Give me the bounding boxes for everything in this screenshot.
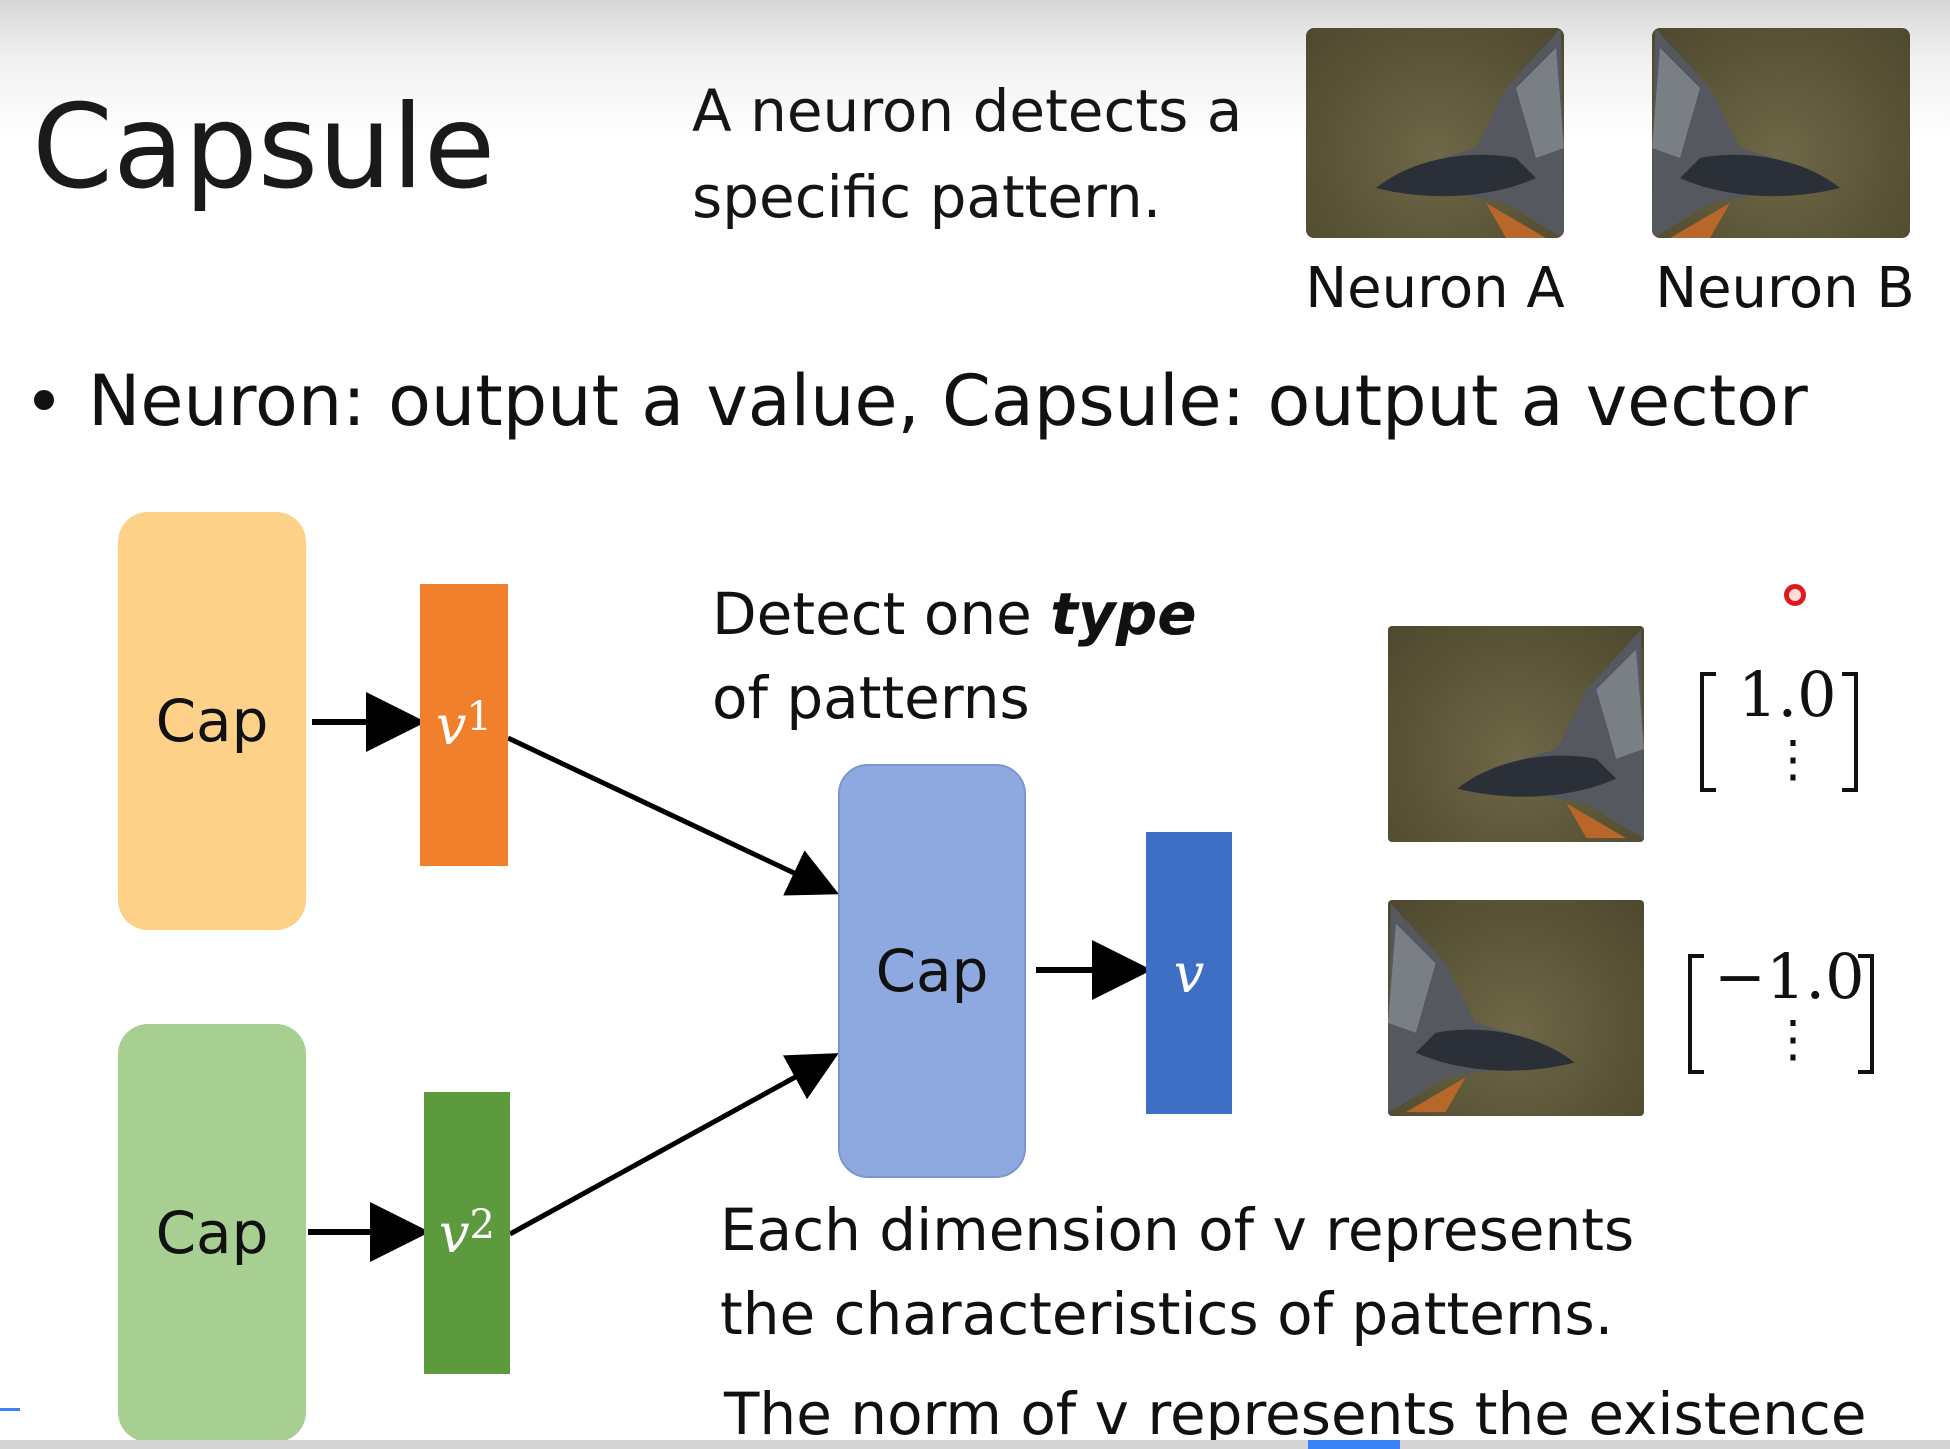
norm-line: The norm of v represents the existence <box>724 1380 1867 1448</box>
laser-pointer-icon <box>1784 584 1806 606</box>
v2-symbol: v <box>439 1201 470 1265</box>
detect-type-line1: Detect one type <box>712 580 1197 648</box>
beak-image-icon <box>1388 903 1575 1113</box>
vector-bottom-value: −1.0 <box>1714 940 1865 1013</box>
slide-title: Capsule <box>32 80 496 215</box>
left-marker <box>0 1408 20 1411</box>
capsule-label: Cap <box>155 1199 269 1267</box>
vector-top-ellipsis: ⋮ <box>1768 730 1818 788</box>
each-dimension-line2: the characteristics of patterns. <box>720 1280 1614 1348</box>
detect-text: Detect one <box>712 580 1051 648</box>
neuron-note: A neuron detects a specific pattern. <box>692 68 1242 240</box>
capsule-label: Cap <box>875 937 989 1005</box>
neuron-note-line2: specific pattern. <box>692 163 1162 231</box>
neuron-b-label: Neuron B <box>1655 256 1915 321</box>
capsule-label: Cap <box>155 687 269 755</box>
type-emphasis: type <box>1050 580 1197 648</box>
bracket-top <box>1700 672 1858 792</box>
bottom-scrollbar[interactable] <box>0 1440 1950 1449</box>
bullet-text: Neuron: output a value, Capsule: output … <box>88 360 1808 442</box>
beak-image-icon <box>1376 28 1564 238</box>
pattern-image-top <box>1388 626 1644 842</box>
beak-image-icon <box>1457 629 1644 839</box>
capsule-bottom: Cap <box>118 1024 306 1442</box>
each-dimension-line1: Each dimension of v represents <box>720 1196 1635 1264</box>
v1-superscript: 1 <box>466 694 492 740</box>
vector-bottom-ellipsis: ⋮ <box>1768 1010 1818 1068</box>
neuron-a-image <box>1306 28 1564 238</box>
vector-top-value: 1.0 <box>1738 658 1837 731</box>
arrow-v1-to-cap <box>506 735 840 896</box>
capsule-top: Cap <box>118 512 306 930</box>
arrow-v2-to-cap <box>508 1053 839 1237</box>
detect-type-line2: of patterns <box>712 664 1030 732</box>
neuron-b-image <box>1652 28 1910 238</box>
bracket-bottom <box>1688 954 1874 1074</box>
beak-image-icon <box>1652 28 1840 238</box>
bullet-dot-icon <box>34 389 54 410</box>
v2-superscript: 2 <box>469 1202 495 1248</box>
vector-v: v <box>1146 832 1232 1114</box>
progress-indicator <box>1308 1440 1400 1449</box>
v-symbol: v <box>1173 941 1205 1005</box>
pattern-image-bottom <box>1388 900 1644 1116</box>
neuron-note-line1: A neuron detects a <box>692 77 1243 145</box>
neuron-a-label: Neuron A <box>1305 256 1565 321</box>
capsule-output: Cap <box>838 764 1026 1178</box>
bullet-point: Neuron: output a value, Capsule: output … <box>34 360 1808 442</box>
v1-symbol: v <box>436 693 467 757</box>
